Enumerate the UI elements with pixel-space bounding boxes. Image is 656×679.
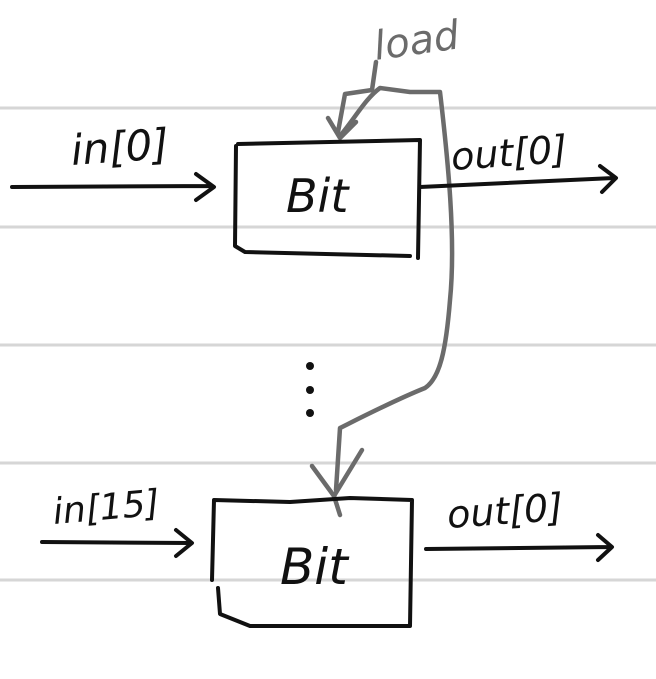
bit-bottom-label: Bit xyxy=(280,538,350,596)
bit-bottom-output-label: out[0] xyxy=(446,485,565,537)
bit-bottom-box xyxy=(210,496,414,628)
bit-top-input-label: in[0] xyxy=(69,119,170,175)
ellipsis-dot xyxy=(306,386,314,394)
load-label: load xyxy=(371,12,463,70)
load-wire-top-branch xyxy=(333,85,455,493)
ellipsis-dot xyxy=(306,362,314,370)
bit-top-input-arrow xyxy=(10,172,216,202)
bit-bottom-output-arrow xyxy=(424,533,614,562)
bit-top-label: Bit xyxy=(286,169,350,223)
load-wire xyxy=(335,59,379,135)
bit-bottom-input-arrow xyxy=(40,528,194,558)
load-arrow-top-head xyxy=(325,115,359,141)
bit-top-output-label: out[0] xyxy=(450,127,569,179)
bit-top-output-arrow xyxy=(418,164,618,194)
bit-bottom-input-label: in[15] xyxy=(51,483,161,533)
bit-top-box xyxy=(233,138,422,260)
ellipsis-dot xyxy=(306,409,314,417)
